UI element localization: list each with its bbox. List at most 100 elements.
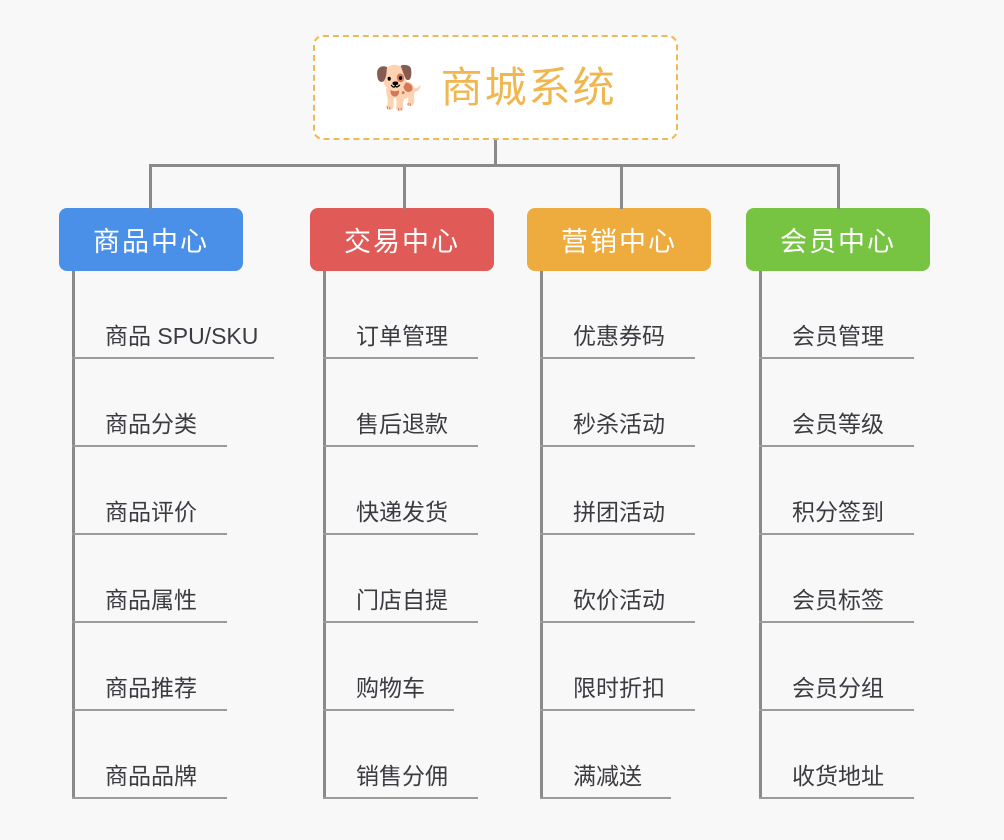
category-label: 会员中心 xyxy=(780,227,896,257)
connector-category-3 xyxy=(620,164,623,209)
leaf-list-2: 订单管理售后退款快递发货门店自提购物车销售分佣 xyxy=(310,271,494,799)
leaf-item[interactable]: 商品品牌 xyxy=(59,711,243,799)
leaf-item-label: 限时折扣 xyxy=(573,674,665,701)
connector-category-2 xyxy=(403,164,406,209)
leaf-item[interactable]: 销售分佣 xyxy=(310,711,494,799)
leaf-item[interactable]: 购物车 xyxy=(310,623,494,711)
connector-root-vertical xyxy=(494,140,497,166)
connector-category-1 xyxy=(149,164,152,209)
leaf-item[interactable]: 砍价活动 xyxy=(527,535,711,623)
leaf-item[interactable]: 快递发货 xyxy=(310,447,494,535)
leaf-item-label: 拼团活动 xyxy=(573,498,665,525)
leaf-item[interactable]: 会员等级 xyxy=(746,359,930,447)
leaf-item-underline xyxy=(323,533,478,535)
leaf-item-label: 满减送 xyxy=(573,762,642,789)
leaf-item-underline xyxy=(759,621,914,623)
category-box-1[interactable]: 商品中心 xyxy=(59,208,243,271)
leaf-item[interactable]: 积分签到 xyxy=(746,447,930,535)
leaf-item-underline xyxy=(323,797,478,799)
leaf-item[interactable]: 商品分类 xyxy=(59,359,243,447)
leaf-spine xyxy=(540,271,543,799)
leaf-item-underline xyxy=(72,357,274,359)
leaf-item[interactable]: 秒杀活动 xyxy=(527,359,711,447)
leaf-item-label: 积分签到 xyxy=(792,498,884,525)
leaf-item-label: 优惠券码 xyxy=(573,322,665,349)
leaf-item-underline xyxy=(759,357,914,359)
leaf-item-underline xyxy=(323,709,454,711)
leaf-item-underline xyxy=(72,621,227,623)
leaf-item-underline xyxy=(323,621,478,623)
leaf-item-underline xyxy=(540,445,695,447)
root-node-label: 商城系统 xyxy=(440,63,617,111)
leaf-item[interactable]: 售后退款 xyxy=(310,359,494,447)
leaf-item-label: 商品推荐 xyxy=(105,674,197,701)
leaf-item-label: 购物车 xyxy=(356,674,425,701)
leaf-item[interactable]: 订单管理 xyxy=(310,271,494,359)
category-label: 商品中心 xyxy=(93,227,209,257)
leaf-item[interactable]: 商品属性 xyxy=(59,535,243,623)
leaf-list-1: 商品 SPU/SKU 商品分类商品评价商品属性商品推荐商品品牌 xyxy=(59,271,274,799)
leaf-list-3: 优惠券码秒杀活动拼团活动砍价活动限时折扣满减送 xyxy=(527,271,711,799)
leaf-item[interactable]: 商品评价 xyxy=(59,447,243,535)
category-label: 交易中心 xyxy=(344,227,460,257)
leaf-item-label: 订单管理 xyxy=(356,322,448,349)
connector-category-4 xyxy=(837,164,840,209)
leaf-item[interactable]: 会员分组 xyxy=(746,623,930,711)
dog-face-icon: 🐕 xyxy=(374,63,427,111)
leaf-item-underline xyxy=(759,709,914,711)
leaf-item-underline xyxy=(759,533,914,535)
leaf-item[interactable]: 收货地址 xyxy=(746,711,930,799)
leaf-item-label: 商品品牌 xyxy=(105,762,197,789)
leaf-item-underline xyxy=(323,445,478,447)
leaf-item-label: 售后退款 xyxy=(356,410,448,437)
leaf-item-underline xyxy=(540,357,695,359)
leaf-spine xyxy=(323,271,326,799)
leaf-item-underline xyxy=(72,533,227,535)
leaf-item-label: 秒杀活动 xyxy=(573,410,665,437)
leaf-item-underline xyxy=(323,357,478,359)
leaf-item-underline xyxy=(72,797,227,799)
leaf-item-underline xyxy=(72,709,227,711)
leaf-item-label: 会员管理 xyxy=(792,322,884,349)
leaf-item-label: 销售分佣 xyxy=(356,762,448,789)
leaf-item[interactable]: 满减送 xyxy=(527,711,711,799)
leaf-spine xyxy=(72,271,75,799)
leaf-item-underline xyxy=(72,445,227,447)
leaf-list-4: 会员管理会员等级积分签到会员标签会员分组收货地址 xyxy=(746,271,930,799)
leaf-item[interactable]: 商品 SPU/SKU xyxy=(59,271,274,359)
leaf-item-underline xyxy=(759,797,914,799)
leaf-item-label: 收货地址 xyxy=(792,762,884,789)
root-node[interactable]: 🐕 商城系统 xyxy=(313,35,678,140)
leaf-item-label: 会员等级 xyxy=(792,410,884,437)
category-column-4: 会员中心会员管理会员等级积分签到会员标签会员分组收货地址 xyxy=(746,208,930,799)
leaf-item-label: 商品分类 xyxy=(105,410,197,437)
leaf-item-label: 会员分组 xyxy=(792,674,884,701)
leaf-item-label: 砍价活动 xyxy=(573,586,665,613)
connector-horizontal-bus xyxy=(150,164,839,167)
leaf-item-underline xyxy=(759,445,914,447)
leaf-item-underline xyxy=(540,797,671,799)
category-box-2[interactable]: 交易中心 xyxy=(310,208,494,271)
leaf-item-label: 商品 SPU/SKU xyxy=(105,322,259,349)
leaf-item-label: 商品属性 xyxy=(105,586,197,613)
category-label: 营销中心 xyxy=(561,227,677,257)
leaf-item[interactable]: 优惠券码 xyxy=(527,271,711,359)
leaf-item[interactable]: 限时折扣 xyxy=(527,623,711,711)
category-column-2: 交易中心订单管理售后退款快递发货门店自提购物车销售分佣 xyxy=(310,208,494,799)
leaf-item-label: 会员标签 xyxy=(792,586,884,613)
leaf-item[interactable]: 会员标签 xyxy=(746,535,930,623)
leaf-item[interactable]: 门店自提 xyxy=(310,535,494,623)
category-column-3: 营销中心优惠券码秒杀活动拼团活动砍价活动限时折扣满减送 xyxy=(527,208,711,799)
leaf-spine xyxy=(759,271,762,799)
leaf-item[interactable]: 拼团活动 xyxy=(527,447,711,535)
leaf-item[interactable]: 会员管理 xyxy=(746,271,930,359)
category-box-3[interactable]: 营销中心 xyxy=(527,208,711,271)
leaf-item-underline xyxy=(540,533,695,535)
leaf-item-underline xyxy=(540,709,695,711)
leaf-item-underline xyxy=(540,621,695,623)
category-box-4[interactable]: 会员中心 xyxy=(746,208,930,271)
category-column-1: 商品中心商品 SPU/SKU 商品分类商品评价商品属性商品推荐商品品牌 xyxy=(59,208,274,799)
leaf-item[interactable]: 商品推荐 xyxy=(59,623,243,711)
leaf-item-label: 快递发货 xyxy=(356,498,448,525)
leaf-item-label: 门店自提 xyxy=(356,586,448,613)
